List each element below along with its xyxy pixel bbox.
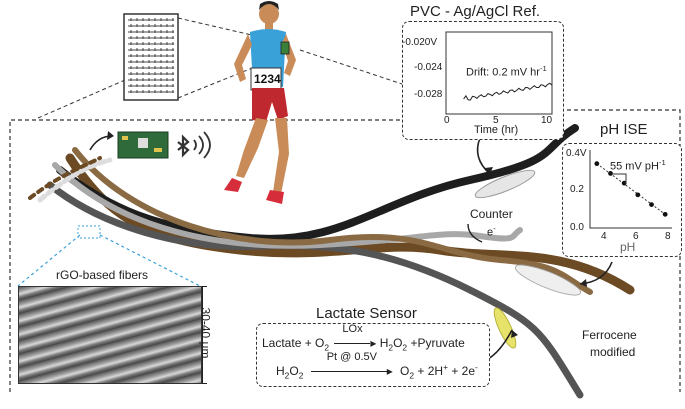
- outer-dashed-frame: [9, 109, 681, 392]
- ph-slope-text: 55 mV pH-1: [610, 158, 666, 173]
- wireless-pcb: [89, 131, 169, 159]
- ph-data-point: [594, 161, 600, 167]
- ref-xtick-2: 10: [541, 115, 553, 126]
- lox-label: LOx: [342, 323, 363, 335]
- fiber-label: rGO-based fibers: [56, 268, 149, 282]
- ph-data-point: [621, 180, 627, 186]
- counter-electron: e-: [487, 224, 496, 239]
- ph-xtick-1: 6: [633, 231, 639, 242]
- sem-link-right: [99, 234, 201, 287]
- runner-figure: [224, 1, 296, 204]
- ph-ytick-0: 0.4V: [566, 148, 587, 159]
- ref-xtick-1: 5: [493, 115, 499, 126]
- lactate-title: Lactate Sensor: [316, 305, 417, 322]
- counter-label: Counter: [470, 207, 513, 221]
- ref-connector: [299, 49, 406, 86]
- counter-arrow: [467, 223, 483, 243]
- ref-ytick-2: -0.028: [414, 89, 443, 100]
- ph-ytick-2: 0.0: [570, 222, 584, 233]
- bluetooth-icon: [177, 131, 211, 159]
- ph-data-point: [662, 211, 668, 217]
- ferrocene-membrane: [514, 264, 582, 296]
- ph-xlabel: pH: [620, 240, 636, 254]
- ref-drift-text: Drift: 0.2 mV hr-1: [466, 64, 547, 79]
- ref-panel-title: PVC - Ag/AgCl Ref.: [410, 3, 541, 20]
- fabric-inset: [123, 13, 179, 101]
- inset-connector-top: [177, 17, 283, 43]
- lactate-eq2: H2O2 Pt @ 0.5V ▸ O2 + 2H+ + 2e-: [276, 351, 478, 381]
- lactate-membrane: [493, 307, 517, 349]
- ph-arrow: [476, 137, 491, 175]
- pt-condition: Pt @ 0.5V: [326, 351, 378, 363]
- ref-xlabel: Time (hr): [474, 124, 519, 136]
- ph-panel-title: pH ISE: [600, 121, 648, 138]
- ferrocene-label-1: Ferrocene: [582, 328, 637, 342]
- ref-ytick-1: -0.024: [414, 62, 443, 73]
- lactate-panel: [256, 323, 490, 387]
- ph-membrane: [474, 169, 536, 199]
- lactate-eq1: Lactate + O2 LOx ▸ H2O2 +Pyruvate: [262, 323, 465, 353]
- sem-scalebar: [202, 286, 207, 384]
- ferrocene-label-2: modified: [590, 345, 636, 359]
- ref-ytick-0: -0.020V: [402, 37, 438, 48]
- ph-data-point: [649, 202, 654, 208]
- ref-xtick-0: 0: [444, 115, 450, 126]
- runner-bib: 1234: [254, 72, 281, 86]
- sem-image: [18, 286, 202, 384]
- ref-electrode-panel: [402, 21, 564, 140]
- ph-xtick-0: 4: [601, 231, 607, 242]
- fiber-bundle: [28, 124, 635, 399]
- sem-zoom-box: [77, 225, 101, 239]
- ph-data-point: [608, 171, 613, 176]
- ph-panel: [562, 143, 682, 257]
- ph-ytick-1: 0.2: [570, 184, 584, 195]
- sem-link-left: [17, 234, 81, 287]
- ph-data-point: [635, 192, 641, 198]
- ph-xtick-2: 8: [665, 231, 671, 242]
- inset-connector-left: [37, 79, 126, 119]
